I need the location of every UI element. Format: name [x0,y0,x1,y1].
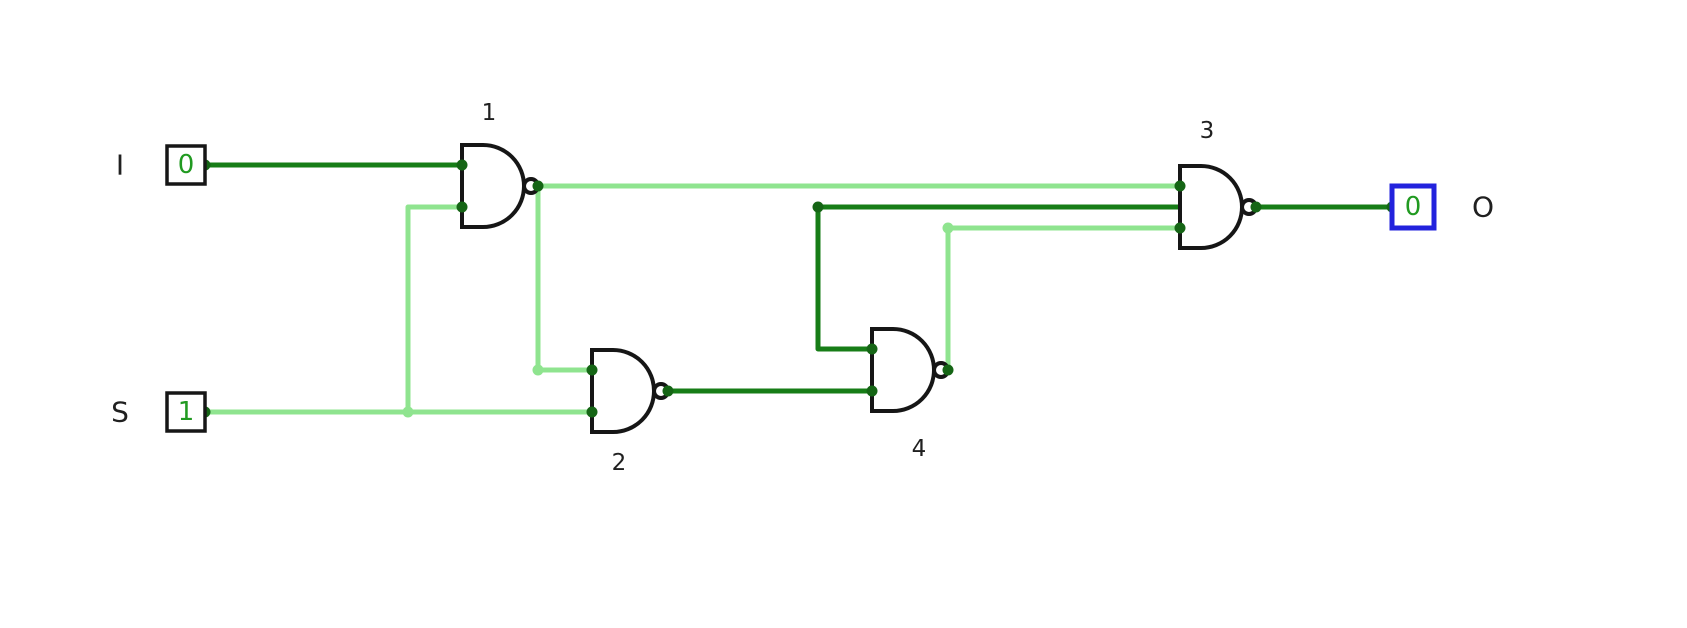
connection-dot [866,385,878,397]
input-value: 1 [178,397,195,427]
connection-dot [456,159,468,171]
connection-dot [586,406,598,418]
connection-dot [532,180,544,192]
connection-dot [1174,180,1186,192]
layer-io: 0 1 0 [165,144,1437,433]
connection-dot [1250,201,1262,213]
input-name-label: I [116,149,124,182]
layer-labels: 1 2 3 4 I S O [111,100,1494,476]
nand-gate-4[interactable] [870,327,950,413]
nand-gate-body[interactable] [870,327,936,413]
gate-number-label: 1 [482,100,497,126]
output-value-box[interactable] [1389,183,1437,231]
gate-number-label: 3 [1200,118,1215,144]
connection-dot [662,385,674,397]
wire-gate3-feedback-to-gate4-in-a[interactable] [815,204,1259,352]
output-node-o[interactable]: 0 [1389,183,1437,231]
wire-gate1-branch-to-gate2-in-a[interactable] [535,183,595,373]
gate-number-label: 4 [912,436,927,462]
gate-number-label: 2 [612,450,627,476]
wire-s-branch-to-gate1-in-b[interactable] [405,204,465,415]
output-value: 0 [1405,192,1422,222]
connection-dot [812,201,824,213]
connection-dot [1174,222,1186,234]
connection-dot [942,222,954,234]
connection-dot [866,343,878,355]
connection-dot [586,364,598,376]
input-value: 0 [178,150,195,180]
input-value-box[interactable] [165,144,207,186]
nand-gate-1[interactable] [460,143,540,229]
nand-gate-body[interactable] [1178,164,1244,250]
input-node-i[interactable]: 0 [165,144,207,186]
wire-gate4-out-to-gate3-in-b[interactable] [945,225,1183,373]
connection-dot [456,201,468,213]
input-value-box[interactable] [165,391,207,433]
connection-dot [532,364,544,376]
output-name-label: O [1472,191,1494,224]
connection-dot [402,406,414,418]
nand-gate-body[interactable] [460,143,526,229]
nand-gate-body[interactable] [590,348,656,434]
input-name-label: S [111,396,129,429]
nand-gate-2[interactable] [590,348,670,434]
input-node-s[interactable]: 1 [165,391,207,433]
nand-gate-3[interactable] [1178,164,1258,250]
connection-dot [942,364,954,376]
